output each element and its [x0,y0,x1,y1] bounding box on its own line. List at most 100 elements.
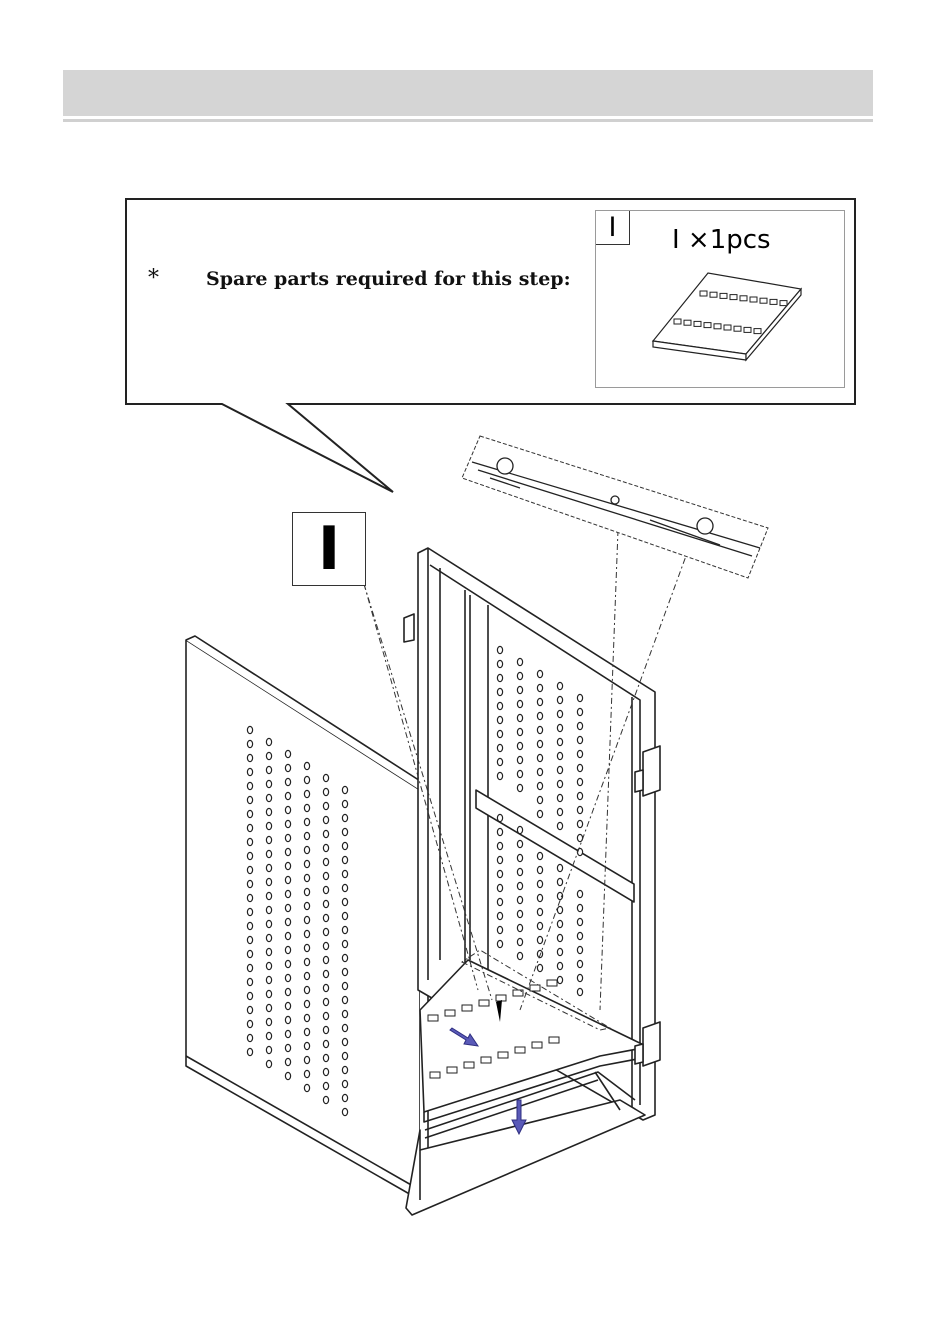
perforation-hole [304,776,309,783]
shelf-slot [498,1052,508,1058]
perforation-hole [557,920,562,927]
perforation-hole [342,856,347,863]
perforation-hole [577,960,582,967]
perforation-hole [537,796,542,803]
perforation-hole [577,708,582,715]
perforation-hole [342,1108,347,1115]
perforation-hole [557,738,562,745]
perforation-hole [497,884,502,891]
perforation-hole [537,782,542,789]
perforation-hole [266,1018,271,1025]
perforation-hole [557,878,562,885]
perforation-hole [323,970,328,977]
perforation-hole [537,866,542,873]
perforation-hole [342,1038,347,1045]
perforation-hole [323,844,328,851]
perforation-hole [285,974,290,981]
perforation-hole [247,838,252,845]
perforation-hole [517,700,522,707]
perforation-hole [304,972,309,979]
perforation-hole [285,848,290,855]
perforation-hole [342,800,347,807]
perforation-hole [342,828,347,835]
perforation-hole [304,818,309,825]
perforation-hole [247,992,252,999]
part-callout-label: I [292,512,366,586]
perforation-hole [342,1066,347,1073]
perforation-hole [323,872,328,879]
perforation-hole [304,1014,309,1021]
perforation-hole [266,1060,271,1067]
perforation-hole [557,948,562,955]
perforation-hole [304,874,309,881]
perforation-hole [497,898,502,905]
shelf-slot [530,985,540,991]
perforation-hole [266,976,271,983]
perforation-hole [517,882,522,889]
perforation-hole [266,738,271,745]
perforation-hole [342,954,347,961]
perforation-hole [517,826,522,833]
perforation-hole [247,726,252,733]
perforation-hole [517,728,522,735]
perforation-hole [323,830,328,837]
perforation-hole [537,754,542,761]
perforation-hole [304,958,309,965]
perforation-hole [517,742,522,749]
perforation-hole [517,672,522,679]
perforation-hole [266,878,271,885]
perforation-hole [323,1040,328,1047]
perforation-hole [323,1096,328,1103]
perforation-hole [537,670,542,677]
shelf-slot [430,1072,440,1078]
perforation-hole [285,806,290,813]
perforation-hole [517,924,522,931]
perforation-hole [497,870,502,877]
perforation-hole [285,1058,290,1065]
perforation-hole [304,1056,309,1063]
perforation-hole [247,740,252,747]
perforation-hole [247,866,252,873]
perforation-hole [266,934,271,941]
perforation-hole [266,892,271,899]
perforation-hole [266,766,271,773]
perforation-hole [266,920,271,927]
perforation-hole [577,974,582,981]
perforation-hole [557,976,562,983]
perforation-hole [266,1004,271,1011]
shelf-slot [547,980,557,986]
perforation-hole [517,714,522,721]
perforation-hole [266,850,271,857]
perforation-hole [323,886,328,893]
perforation-hole [577,820,582,827]
shelf-slot [515,1047,525,1053]
shelf-slot [462,1005,472,1011]
perforation-hole [304,804,309,811]
perforation-hole [517,938,522,945]
perforation-hole [342,982,347,989]
perforation-hole [304,860,309,867]
perforation-hole [497,814,502,821]
perforation-hole [577,904,582,911]
perforation-hole [517,686,522,693]
perforation-hole [342,898,347,905]
perforation-hole [557,808,562,815]
perforation-hole [557,766,562,773]
perforation-hole [497,646,502,653]
perforation-hole [247,768,252,775]
perforation-hole [557,682,562,689]
perforation-hole [247,894,252,901]
perforation-hole [323,914,328,921]
perforation-hole [537,922,542,929]
perforation-hole [537,768,542,775]
shelf-slot [447,1067,457,1073]
perforation-hole [285,904,290,911]
perforation-hole [285,820,290,827]
perforation-hole [285,918,290,925]
perforation-hole [304,888,309,895]
rail-detail-inset [462,436,768,578]
perforation-hole [304,944,309,951]
perforation-hole [285,1072,290,1079]
perforation-hole [247,964,252,971]
